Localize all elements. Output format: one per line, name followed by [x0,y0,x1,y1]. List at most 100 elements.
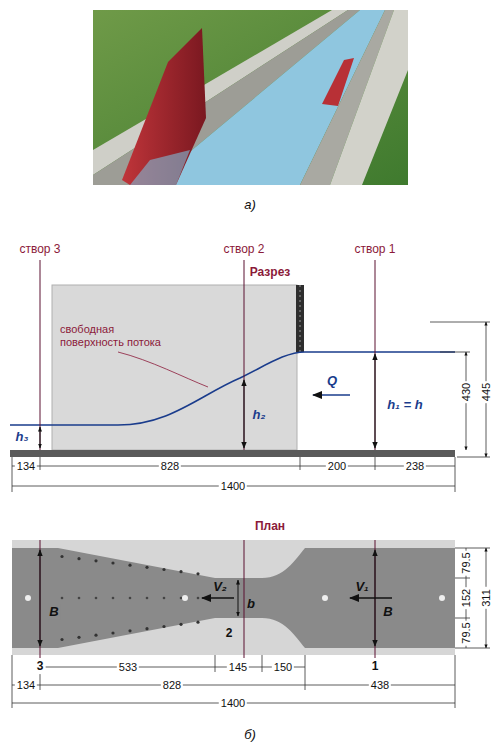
dimension-value: 79.5 [460,550,473,575]
dimension-value: 445 [480,381,493,403]
gauge-points [94,634,97,637]
section-view [457,457,490,458]
section-view [300,285,301,352]
plan-view [40,540,375,658]
dimension-value: 311 [480,587,493,609]
gauge-points [196,621,199,624]
section-number: 2 [224,627,235,641]
gauge-points [60,638,63,641]
section-view [40,354,375,448]
plan-view [455,618,470,619]
plan-view [12,655,13,708]
plan-view [12,548,490,708]
gauge-points [111,631,114,634]
gauge-points [163,597,166,600]
section-view [40,260,41,450]
dimension-value: 150 [272,661,294,674]
discharge-label: Q [325,374,339,389]
gauge-points [322,595,328,601]
dimension-value: 1400 [219,697,247,710]
channel-illustration [322,58,354,106]
section-view [430,322,490,323]
velocity-label: V₁ [353,580,370,595]
dimension-value: 533 [117,661,139,674]
surface-note: свободная поверхность потока [58,323,180,348]
gauge-points [179,623,182,626]
section-label: створ 2 [221,243,266,257]
plan-view [40,667,305,668]
section-label: створ 1 [352,243,397,257]
dimension-value: 200 [326,460,348,473]
dimension-value: 79.5 [460,620,473,645]
gauge-points [129,597,132,600]
dimension-value: 430 [460,381,473,403]
gauge-points [77,557,80,560]
section-view [375,354,376,448]
gauge-points [439,595,445,601]
section-label: створ 3 [17,243,62,257]
plan-view [12,540,490,708]
gauge-points [111,561,114,564]
plan-view [455,648,490,649]
dimension-value: 134 [15,679,37,692]
gauge-points [25,555,445,641]
section-view [12,457,13,492]
plan-view [58,618,305,648]
gauge-points [25,595,31,601]
section-view [10,260,490,492]
dimension-value: 1400 [219,480,247,493]
view-title: План [253,520,287,534]
section-view [12,322,490,492]
gauge-points [145,566,148,569]
depth-label: h₃ [14,430,31,445]
width-label: B [381,605,394,620]
gauge-points [197,597,200,600]
gauge-points [145,627,148,630]
channel-illustration [330,10,408,185]
dimension-value: 152 [460,587,473,609]
gauge-points [180,597,183,600]
gauge-points [162,625,165,628]
plan-view [40,672,41,690]
plan-view [455,548,490,549]
dimension-value: 828 [159,460,181,473]
section-view [375,260,376,450]
view-title: Разрез [248,266,293,280]
dimension-value: 134 [15,460,37,473]
section-view [40,427,41,448]
width-label: B [47,605,60,620]
gauge-points [94,559,97,562]
section-number: 1 [370,660,381,674]
channel-illustration [122,28,206,185]
gauge-points [95,597,98,600]
gauge-points [112,597,115,600]
section-number: 3 [35,660,46,674]
depth-label: h₂ [251,408,268,423]
section-view [40,457,41,470]
plan-view [58,548,305,578]
velocity-label: V₂ [211,580,229,595]
section-view [440,352,470,353]
plan-view [455,578,470,579]
plan-view [375,540,376,658]
channel-illustration [93,10,408,185]
gauge-points [77,636,80,639]
section-view [244,260,245,450]
section-view [300,457,301,470]
gauge-points [78,597,81,600]
gauge-points [60,555,63,558]
figure-caption: б) [242,728,258,743]
plan-view [12,540,455,548]
plan-view [202,597,234,599]
plan-view [215,655,216,672]
section-view [375,457,376,470]
section-view [12,466,455,467]
depth-label: h₁ = h [385,398,424,413]
gauge-points [162,568,165,571]
dimension-value: 828 [161,679,183,692]
dimension-value: 438 [369,679,391,692]
section-view [10,352,455,425]
channel-illustration [93,10,408,185]
